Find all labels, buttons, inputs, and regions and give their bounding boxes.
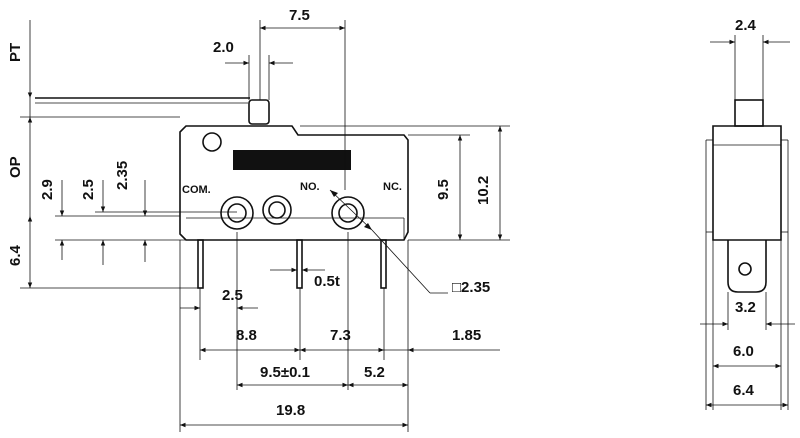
dim-side-6-4: 6.4 [733,382,755,399]
dim-7-5: 7.5 [289,7,310,24]
dim-2-9: 2.9 [39,179,56,200]
side-body [712,125,782,241]
dim-2-35: 2.35 [114,161,131,190]
dim-bottom-2-5: 2.5 [222,287,243,304]
dim-1-85: 1.85 [452,327,481,344]
dim-10-2: 10.2 [475,176,492,205]
label-nc: NC. [383,181,402,193]
dim-19-8: 19.8 [276,402,305,419]
front-dimensions: 7.5 2.0 PT OP 6.4 2.9 2.5 2.3 [7,7,510,432]
dim-side-3-2: 3.2 [735,299,756,316]
dim-9-5-tol: 9.5±0.1 [260,364,310,381]
front-view: COM. NO. NC. [35,97,448,294]
dim-5-2: 5.2 [364,364,385,381]
dim-op: OP [7,156,24,178]
no-hole-inner [338,203,358,223]
label-no: NO. [300,181,320,193]
dim-side-2-4: 2.4 [735,17,757,34]
side-dimensions: 2.4 3.2 6.0 6.4 [700,17,795,410]
side-plunger [734,99,764,127]
com-hole-inner [227,203,247,223]
dim-8-8: 8.8 [236,327,257,344]
side-terminal [727,240,767,293]
terminal-nc [380,239,387,289]
plunger [248,99,270,125]
dim-7-3: 7.3 [330,327,351,344]
dim-left-2-5: 2.5 [80,179,97,200]
body-hole [202,132,222,152]
center-hole-outer [262,195,292,225]
dim-9-5-right: 9.5 [435,179,452,200]
dim-left-6-4: 6.4 [7,244,24,266]
window-bar [233,150,351,170]
dim-2-0: 2.0 [213,39,234,56]
switch-body [179,125,409,241]
terminal-com [197,239,204,289]
terminal-no [296,239,303,289]
dim-pt: PT [7,43,24,62]
center-hole-inner [268,201,286,219]
dim-0-5t: 0.5t [314,273,340,290]
label-com: COM. [182,184,211,196]
side-view [705,99,789,293]
side-terminal-hole [738,262,752,276]
dim-side-6-0: 6.0 [733,343,754,360]
no-hole-outer [331,196,365,230]
com-hole-outer [220,196,254,230]
dim-terminal-square: □2.35 [452,279,490,296]
